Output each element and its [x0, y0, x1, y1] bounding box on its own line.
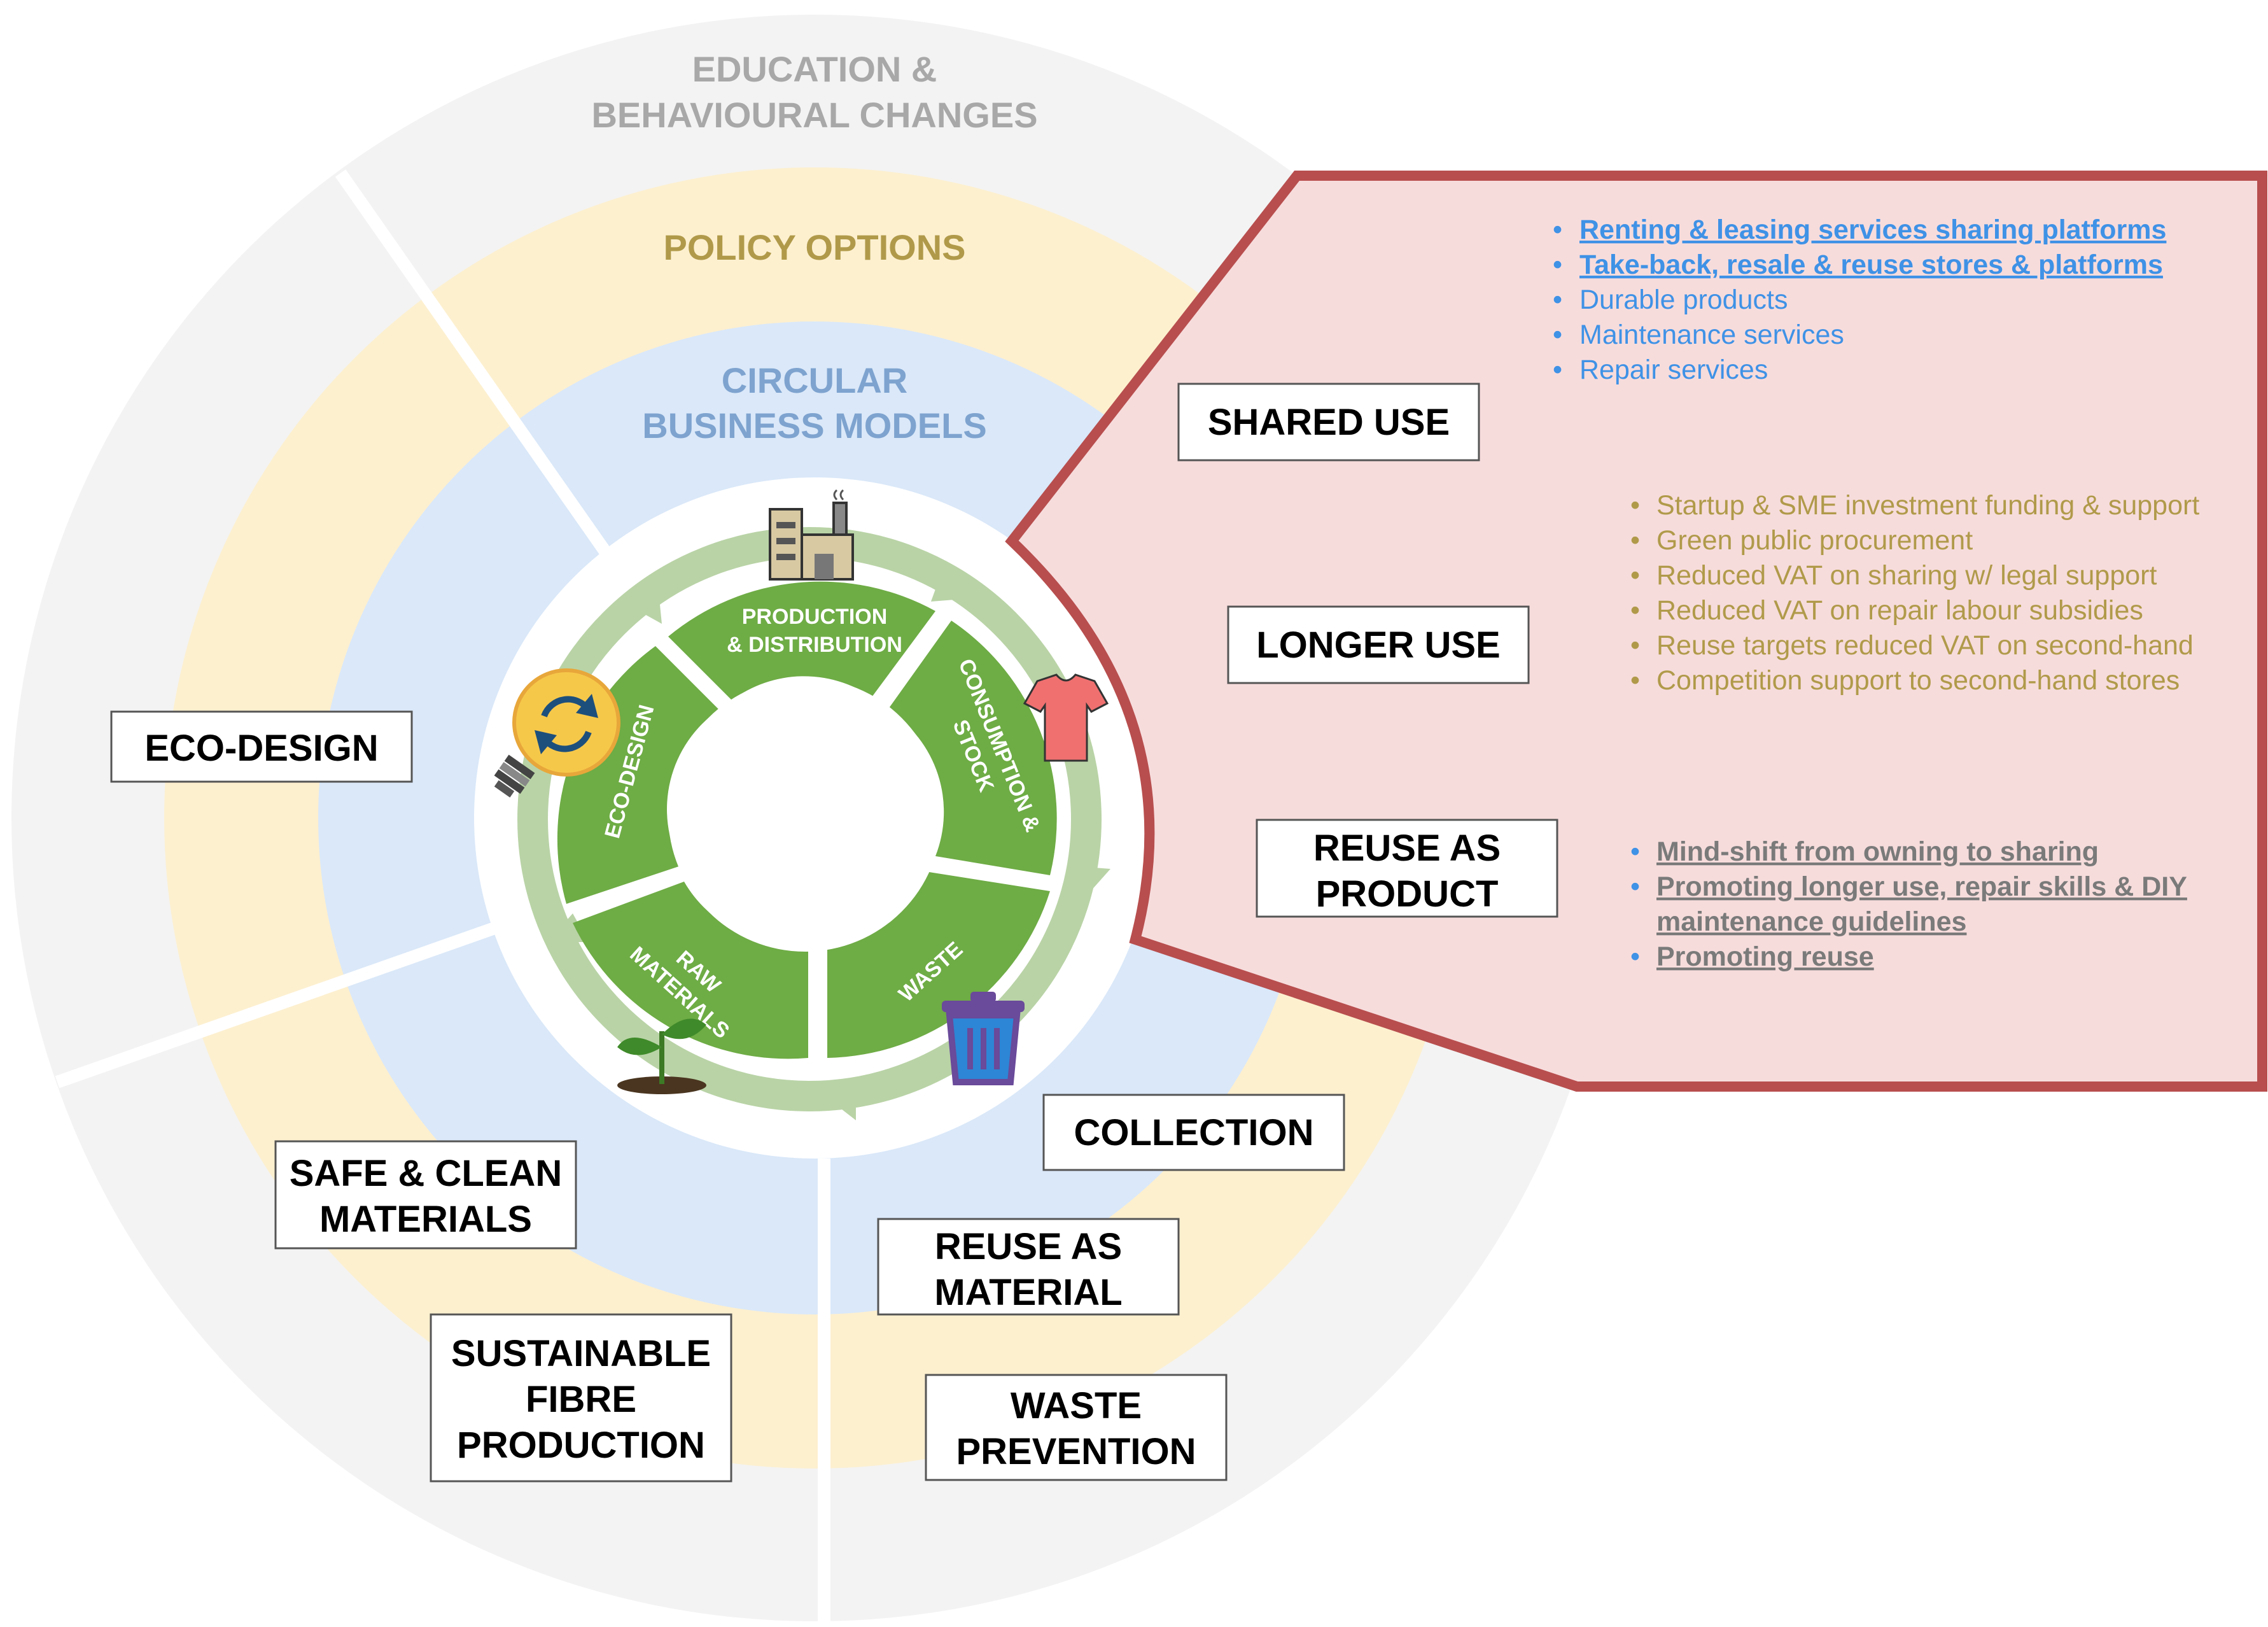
label-collection: COLLECTION [1042, 1094, 1345, 1171]
edu-item-1: Mind-shift from owning to sharing [1656, 836, 2099, 867]
label-eco-design-text: ECO-DESIGN [144, 728, 378, 769]
segment-production [668, 581, 935, 700]
svg-text:•: • [1553, 215, 1562, 245]
segment-waste [827, 872, 1050, 1058]
po-item-4: Reduced VAT on repair labour subsidies [1656, 595, 2143, 626]
callout-policy-options: • Startup & SME investment funding & sup… [1630, 490, 2199, 696]
label-waste-prevention-line2: PREVENTION [956, 1431, 1196, 1472]
label-sustainable-line3: PRODUCTION [457, 1425, 705, 1466]
middle-ring-title: POLICY OPTIONS [663, 227, 965, 267]
edu-item-2b: maintenance guidelines [1656, 906, 1966, 937]
cycle-hole [668, 678, 942, 952]
label-collection-text: COLLECTION [1074, 1112, 1314, 1153]
tshirt-icon [1023, 673, 1109, 762]
bm-item-2: Take-back, resale & reuse stores & platf… [1579, 250, 2163, 280]
svg-text:•: • [1630, 525, 1640, 556]
svg-text:•: • [1630, 490, 1640, 521]
edu-item-2a: Promoting longer use, repair skills & DI… [1656, 871, 2187, 902]
label-reuse-as-material: REUSE AS MATERIAL [877, 1218, 1180, 1316]
svg-text:•: • [1630, 836, 1640, 867]
label-reuse-as-product: REUSE AS PRODUCT [1256, 819, 1558, 918]
label-safe-clean-materials: SAFE & CLEAN MATERIALS [274, 1140, 577, 1250]
label-waste-prevention-line1: WASTE [1011, 1385, 1142, 1426]
svg-text:•: • [1553, 355, 1562, 385]
step-production-line1: PRODUCTION [742, 605, 888, 629]
inner-ring-title-line1: CIRCULAR [722, 360, 907, 400]
segment-raw-materials [573, 882, 808, 1059]
label-sustainable-line1: SUSTAINABLE [451, 1333, 711, 1374]
svg-text:•: • [1630, 941, 1640, 972]
po-item-1: Startup & SME investment funding & suppo… [1656, 490, 2199, 521]
svg-text:•: • [1630, 595, 1640, 626]
label-shared-use: SHARED USE [1177, 383, 1480, 461]
bm-item-5: Repair services [1579, 355, 1768, 385]
label-sustainable-line2: FIBRE [526, 1379, 636, 1420]
po-item-2: Green public procurement [1656, 525, 1973, 556]
svg-text:•: • [1553, 320, 1562, 350]
outer-ring-title-line2: BEHAVIOURAL CHANGES [591, 95, 1037, 135]
svg-text:•: • [1630, 665, 1640, 696]
bm-item-3: Durable products [1579, 285, 1788, 315]
label-shared-use-text: SHARED USE [1208, 402, 1450, 443]
label-safe-clean-line2: MATERIALS [319, 1199, 532, 1240]
svg-text:•: • [1553, 285, 1562, 315]
label-waste-prevention: WASTE PREVENTION [925, 1374, 1228, 1481]
label-longer-use-text: LONGER USE [1256, 624, 1501, 666]
label-reuse-product-line1: REUSE AS [1313, 828, 1501, 869]
trash-can-icon [942, 992, 1025, 1085]
label-sustainable-fibre-production: SUSTAINABLE FIBRE PRODUCTION [430, 1313, 732, 1483]
svg-text:•: • [1630, 560, 1640, 591]
bm-item-4: Maintenance services [1579, 320, 1844, 350]
label-longer-use: LONGER USE [1227, 605, 1530, 684]
segment-consumption [888, 621, 1057, 875]
ring-separators [55, 169, 830, 1623]
svg-text:•: • [1630, 630, 1640, 661]
po-item-3: Reduced VAT on sharing w/ legal support [1656, 560, 2157, 591]
svg-text:•: • [1630, 871, 1640, 902]
bm-item-1: Renting & leasing services sharing platf… [1579, 215, 2166, 245]
label-reuse-material-line1: REUSE AS [935, 1226, 1122, 1267]
factory-icon [769, 489, 854, 581]
label-safe-clean-line1: SAFE & CLEAN [290, 1153, 563, 1194]
po-item-6: Competition support to second-hand store… [1656, 665, 2180, 696]
inner-ring-title-line2: BUSINESS MODELS [642, 405, 986, 446]
label-eco-design: ECO-DESIGN [110, 710, 413, 783]
callout-education: • Mind-shift from owning to sharing • Pr… [1630, 836, 2187, 972]
edu-item-3: Promoting reuse [1656, 941, 1874, 972]
po-item-5: Reuse targets reduced VAT on second-hand [1656, 630, 2194, 661]
plant-sprout-icon [617, 1018, 706, 1094]
step-production-line2: & DISTRIBUTION [727, 633, 902, 657]
label-reuse-product-line2: PRODUCT [1316, 873, 1499, 915]
svg-text:•: • [1553, 250, 1562, 280]
callout-business-models: • Renting & leasing services sharing pla… [1553, 215, 2166, 385]
outer-ring-title-line1: EDUCATION & [692, 49, 937, 89]
label-reuse-material-line2: MATERIAL [934, 1272, 1122, 1313]
lightbulb-recycle-icon [494, 668, 620, 798]
